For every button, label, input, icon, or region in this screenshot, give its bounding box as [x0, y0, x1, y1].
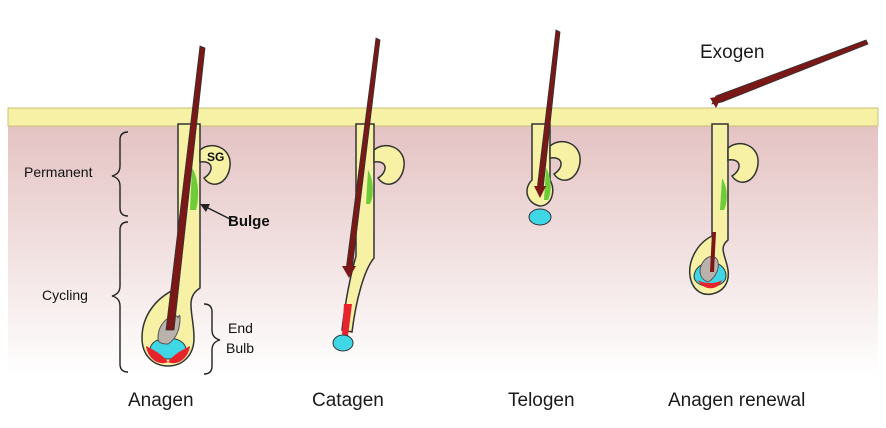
- bulge-region: [366, 170, 373, 204]
- bulge-region: [544, 168, 551, 200]
- exogen-label: Exogen: [700, 42, 765, 63]
- club-end: [342, 266, 356, 278]
- matrix-right: [168, 346, 190, 364]
- epidermis: [7, 107, 879, 127]
- sebaceous-gland: [549, 141, 581, 181]
- sebaceous-gland: [727, 143, 759, 183]
- stage-label-anagen: Anagen: [128, 390, 194, 411]
- sebaceous-gland: [373, 145, 405, 185]
- bulge-arrowhead: [200, 204, 210, 212]
- telogen-follicle: [526, 29, 581, 226]
- stage-label-catagen: Catagen: [312, 390, 384, 411]
- bulge-label: Bulge: [228, 213, 270, 230]
- permanent-brace: [111, 131, 129, 217]
- stage-label-telogen: Telogen: [508, 390, 575, 411]
- end-bulb-label-line2: Bulb: [226, 340, 255, 356]
- catagen-follicle: [332, 37, 405, 352]
- matrix-left: [146, 346, 168, 364]
- new-hair: [710, 232, 716, 272]
- matrix-strand: [342, 304, 352, 336]
- end-bulb-brace: [203, 303, 221, 375]
- bulge-region: [190, 168, 199, 210]
- cycling-label: Cycling: [42, 287, 88, 303]
- papilla: [528, 208, 552, 226]
- permanent-label: Permanent: [24, 164, 93, 180]
- sg-label: SG: [207, 150, 225, 164]
- sebaceous-gland: [199, 145, 231, 185]
- papilla: [332, 334, 354, 352]
- stage-label-anagen-renewal: Anagen renewal: [668, 390, 806, 411]
- matrix: [698, 280, 722, 289]
- anagen-renewal-follicle: [688, 123, 759, 296]
- cycling-brace: [111, 221, 129, 373]
- exogen-club: [710, 96, 722, 108]
- anagen-follicle: [141, 45, 231, 367]
- hair-shaft: [165, 45, 206, 331]
- club-end: [534, 186, 546, 198]
- bulge-arrow: [203, 205, 233, 221]
- bulge-region: [720, 178, 727, 210]
- end-bulb-label-line1: End: [228, 320, 253, 336]
